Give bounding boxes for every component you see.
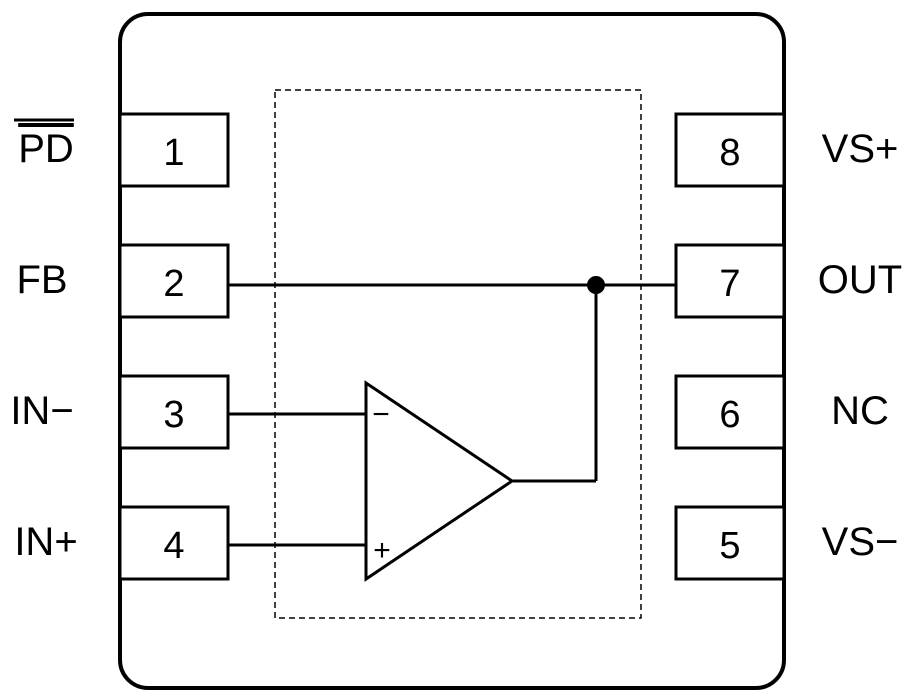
opamp-triangle	[364, 380, 515, 582]
pin-7-number: 7	[719, 263, 740, 305]
package-body	[118, 12, 786, 690]
pin-5-number: 5	[719, 525, 740, 567]
junction-dot	[587, 276, 605, 294]
pin-1-number: 1	[163, 132, 184, 174]
pin-7-label: OUT	[818, 258, 902, 302]
pin-2: 2	[118, 243, 230, 319]
pin-7: 7	[674, 243, 786, 319]
pin-4-label: IN+	[14, 520, 77, 564]
pin-8: 8	[674, 112, 786, 188]
pin-3-pad	[118, 374, 230, 450]
pin-3-label: IN−	[10, 389, 73, 433]
opamp-noninverting-sign: +	[373, 534, 391, 567]
pin-2-number: 2	[163, 263, 184, 305]
pin-1-pad	[118, 112, 230, 188]
pin-4-pad	[118, 505, 230, 581]
pin-2-label: FB	[16, 258, 67, 302]
opamp-inverting-sign: −	[372, 398, 390, 431]
pin-1-label: PD	[18, 127, 74, 171]
pin-2-pad	[118, 243, 230, 319]
pin-3-number: 3	[163, 394, 184, 436]
pin-4-number: 4	[163, 525, 184, 567]
pin-6-pad	[674, 374, 786, 450]
pin-3: 3	[118, 374, 230, 450]
pin-8-label: VS+	[822, 127, 899, 171]
pin-6-label: NC	[831, 389, 889, 433]
pin-8-pad	[674, 112, 786, 188]
pin-5-label: VS−	[822, 520, 899, 564]
die-boundary	[274, 89, 642, 619]
pin-6-number: 6	[719, 394, 740, 436]
pin-6: 6	[674, 374, 786, 450]
pin-8-number: 8	[719, 132, 740, 174]
pin-5-pad	[674, 505, 786, 581]
pin-7-pad	[674, 243, 786, 319]
pin-5: 5	[674, 505, 786, 581]
pin-1: 1	[118, 112, 230, 188]
pin-4: 4	[118, 505, 230, 581]
